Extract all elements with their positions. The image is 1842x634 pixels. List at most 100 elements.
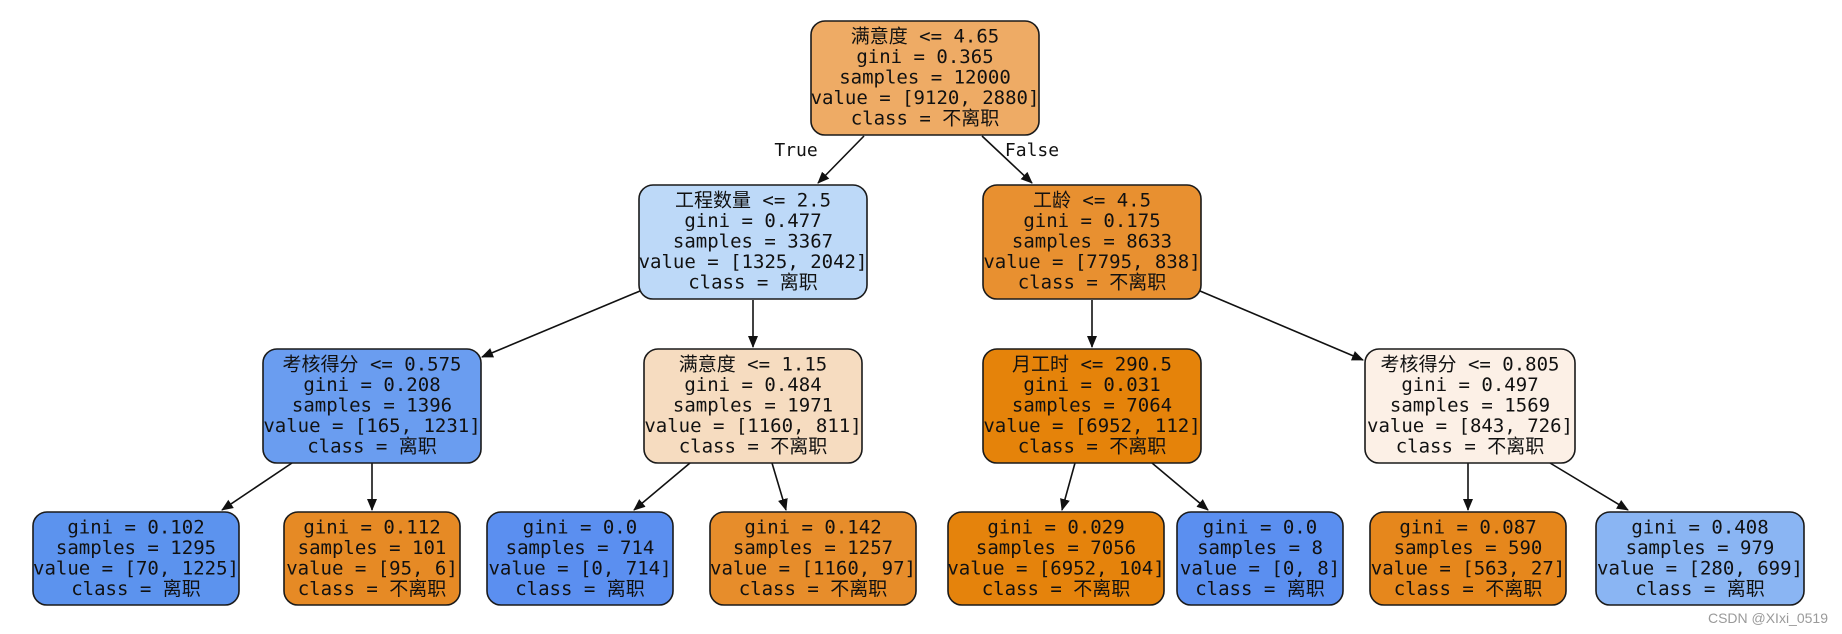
node-line: class = 不离职 [982,578,1131,600]
node-line: class = 离职 [307,436,437,458]
edge-n2-n6 [1199,290,1364,361]
node-line: samples = 1295 [56,537,216,559]
node-box [1595,511,1805,606]
edge-label-true: True [774,140,817,161]
node-line: class = 离职 [71,578,201,600]
edge-n0-n2 [981,135,1033,184]
node-line: value = [70, 1225] [33,557,239,579]
edge-n5-n12 [1151,462,1209,511]
node-line: 考核得分 <= 0.805 [1381,354,1560,376]
node-line: class = 离职 [688,272,818,294]
node-line: gini = 0.477 [684,210,821,232]
node-line: value = [1160, 811] [644,415,861,437]
node-box [638,184,868,300]
node-line: samples = 1396 [292,395,452,417]
node-box [709,511,917,606]
node-line: gini = 0.102 [67,516,204,538]
edge-n1-n3 [481,290,641,358]
node-line: class = 不离职 [851,108,1000,130]
node-line: value = [0, 8] [1180,557,1340,579]
node-line: value = [1160, 97] [710,557,916,579]
node-line: 工龄 <= 4.5 [1033,190,1151,212]
node-line: class = 不离职 [298,578,447,600]
edge-n4-n9 [633,462,691,511]
node-box [947,511,1165,606]
node-line: class = 离职 [515,578,645,600]
node-line: class = 不离职 [1394,578,1543,600]
edge-n3-n7 [221,462,293,511]
watermark-text: CSDN @XIxi_0519 [1707,610,1828,626]
node-line: samples = 8633 [1012,231,1172,253]
edge-n6-n14 [1549,462,1629,511]
node-line: samples = 1569 [1390,395,1550,417]
node-line: samples = 1257 [733,537,893,559]
node-line: value = [6952, 112] [983,415,1200,437]
node-box [1364,348,1576,464]
node-line: gini = 0.029 [987,516,1124,538]
node-line: gini = 0.142 [744,516,881,538]
node-box [643,348,863,464]
node-line: value = [165, 1231] [263,415,480,437]
node-line: value = [563, 27] [1371,557,1565,579]
node-line: gini = 0.208 [303,374,440,396]
node-line: samples = 714 [506,537,655,559]
node-box [283,511,461,606]
node-line: value = [9120, 2880] [811,87,1040,109]
node-line: gini = 0.408 [1631,516,1768,538]
node-line: samples = 7056 [976,537,1136,559]
node-line: samples = 3367 [673,231,833,253]
node-line: samples = 979 [1626,537,1775,559]
node-line: class = 不离职 [1018,436,1167,458]
node-line: samples = 590 [1394,537,1543,559]
node-line: value = [0, 714] [488,557,671,579]
edge-n0-n1 [817,135,865,184]
node-line: gini = 0.031 [1023,374,1160,396]
node-box [982,184,1202,300]
node-line: class = 离职 [1195,578,1325,600]
node-line: gini = 0.087 [1399,516,1536,538]
node-line: class = 不离职 [679,436,828,458]
node-line: class = 不离职 [739,578,888,600]
node-line: samples = 8 [1197,537,1323,559]
node-line: gini = 0.112 [303,516,440,538]
node-line: value = [6952, 104] [947,557,1164,579]
node-box [486,511,674,606]
node-line: samples = 12000 [839,67,1011,89]
node-box [810,20,1040,136]
node-line: gini = 0.497 [1401,374,1538,396]
node-line: samples = 1971 [673,395,833,417]
node-line: 工程数量 <= 2.5 [675,190,831,212]
node-line: class = 离职 [1635,578,1765,600]
node-line: value = [95, 6] [286,557,458,579]
node-line: samples = 7064 [1012,395,1172,417]
node-line: value = [843, 726] [1367,415,1573,437]
node-box [32,511,240,606]
node-box [262,348,482,464]
edge-layer: True False [221,135,1629,511]
node-line: class = 不离职 [1018,272,1167,294]
node-line: gini = 0.365 [856,46,993,68]
node-line: 满意度 <= 1.15 [679,354,828,376]
edge-label-false: False [1005,140,1059,161]
node-line: 考核得分 <= 0.575 [283,354,462,376]
node-line: value = [280, 699] [1597,557,1803,579]
node-box [1369,511,1567,606]
node-line: samples = 101 [298,537,447,559]
node-line: gini = 0.175 [1023,210,1160,232]
node-box [1176,511,1344,606]
node-line: gini = 0.0 [523,516,637,538]
